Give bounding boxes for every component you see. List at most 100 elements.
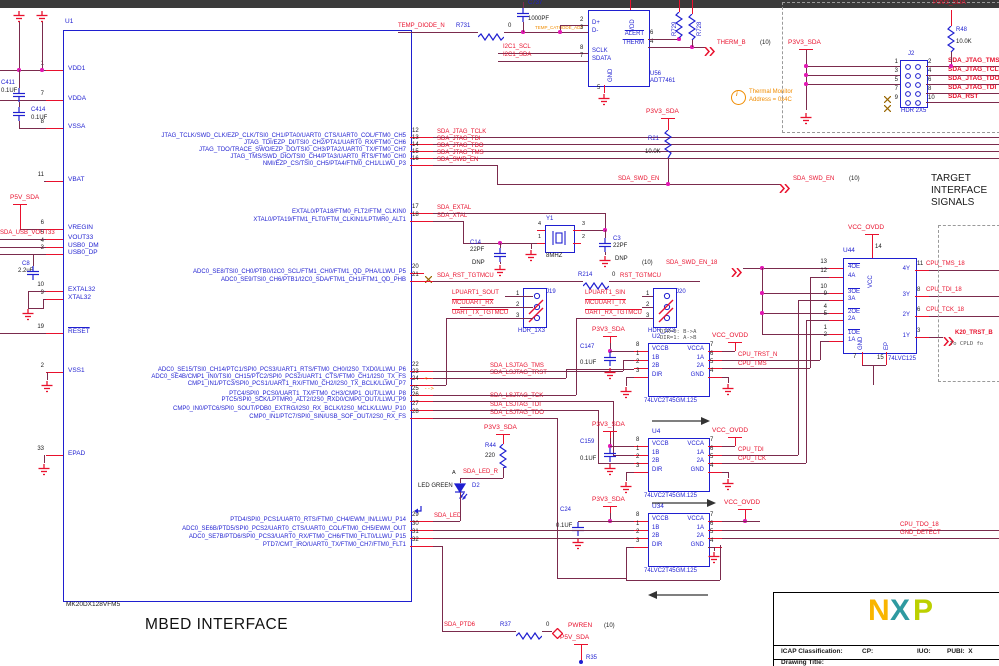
ic-pin-name: THERM <box>622 40 644 46</box>
pin-stub <box>410 371 433 373</box>
resistor-dot <box>579 660 583 664</box>
net-label: SDA_JTAG_TCLK <box>948 66 999 73</box>
pin-number: 8 <box>636 512 640 518</box>
wire <box>500 243 502 248</box>
wire <box>43 299 45 308</box>
pin-number: 31 <box>412 529 419 535</box>
nxp-logo-p: P <box>913 594 934 627</box>
pin-number: 3 <box>917 328 921 334</box>
pin-number: 32 <box>412 537 419 543</box>
net-label: SDA_JTAG_TDO <box>948 75 999 82</box>
power-net-label: P5V_SDA <box>10 194 40 201</box>
pin-name: USB0_DM <box>68 242 99 249</box>
pin-stub <box>915 270 929 272</box>
ic-pin-name: D+ <box>592 20 600 26</box>
pin-number: 14 <box>875 244 882 250</box>
wire <box>610 521 634 523</box>
pin-name: ADC0_SE4B/CMP1_IN0/TSI0_CH15/PTC2/SPI0_P… <box>151 374 406 380</box>
wire <box>498 61 588 63</box>
wire <box>433 281 583 283</box>
wire <box>648 47 706 49</box>
pin-number: 8 <box>580 45 584 51</box>
no-connect-icon <box>883 99 892 117</box>
wire <box>496 434 510 436</box>
pin-stub <box>46 455 63 457</box>
wire <box>42 22 44 70</box>
power-net-label: P3V3_SDA <box>592 496 625 503</box>
ic-pin-name: GND <box>858 336 864 350</box>
wire <box>610 343 612 352</box>
wire <box>433 137 999 139</box>
no-connect-icon <box>883 90 892 108</box>
nxp-logo-n: N <box>868 594 890 627</box>
pin-number: 10 <box>37 282 44 288</box>
cap-value: 0.1UF <box>580 360 597 366</box>
ic-pin-name: VCCA <box>687 346 704 352</box>
wire <box>505 296 533 298</box>
pin-name: VSS1 <box>68 367 85 374</box>
pin-name: XTAL32 <box>68 294 92 301</box>
pin-stub <box>634 463 648 465</box>
wire <box>460 492 462 521</box>
wire <box>762 313 829 315</box>
pin-stub <box>410 395 433 397</box>
pin-number: 6 <box>40 220 44 226</box>
ic-pin-name: 2B <box>652 363 660 369</box>
ground-icon <box>35 10 49 28</box>
junction-dot <box>666 182 670 186</box>
header-part: HDR_1X3 <box>648 328 676 334</box>
wire <box>722 351 735 353</box>
net-label: SDA_JTAG_TDO <box>437 143 484 149</box>
dnp-flag: DNP <box>615 256 628 262</box>
ic-pin-name: 1Y <box>902 333 910 339</box>
ic-pin-name: 1A <box>696 450 704 456</box>
wire <box>745 509 747 521</box>
power-net-label: VCC_OVDD <box>848 224 885 231</box>
pin-name: EPAD <box>68 450 86 457</box>
wire <box>433 385 446 387</box>
pin-stub <box>46 291 63 293</box>
pin-number: 5 <box>710 454 714 460</box>
wire <box>581 230 605 232</box>
pin-number: 28 <box>412 409 419 415</box>
ic-pin-name: 2A <box>848 316 856 322</box>
wire <box>433 151 999 153</box>
wire <box>28 308 44 310</box>
net-label: CPU_TMS_18 <box>926 261 965 267</box>
net-label: SDA_LSJTAG_TRST <box>490 370 547 376</box>
ic-pin-name: 3A <box>848 296 856 302</box>
window-topbar <box>0 0 999 8</box>
dir-note: DIR=1: A->B <box>660 335 697 341</box>
pin-number: 1 <box>636 446 640 452</box>
pin-stub <box>708 530 722 532</box>
pin-number: 4 <box>650 39 654 45</box>
ground-icon <box>721 478 735 496</box>
wire <box>446 318 448 385</box>
cap-refdes: C8 <box>22 261 30 267</box>
resistor-icon <box>687 13 697 45</box>
ic-pin-name: DIR <box>652 467 663 473</box>
power-net-label: P3V3_SDA <box>484 424 517 431</box>
cap-refdes: C3 <box>613 236 621 242</box>
info-text: Address = 0x4C <box>749 97 792 103</box>
pin-number: 4 <box>823 304 827 310</box>
pin-number: 24 <box>412 376 419 382</box>
pin-number: 11 <box>917 261 924 267</box>
pin-number: 6 <box>710 351 714 357</box>
wire <box>929 316 999 318</box>
wire <box>44 455 46 463</box>
wire <box>806 84 900 86</box>
pin-stub <box>46 229 63 231</box>
target-title: INTERFACE <box>931 185 988 196</box>
wire <box>728 342 742 344</box>
wire <box>762 334 829 336</box>
wire <box>810 277 843 279</box>
power-net-label: P3V3_SDA <box>788 39 821 46</box>
wire <box>626 547 628 580</box>
wire <box>929 270 999 272</box>
net-label: CPU_TDO_18 <box>900 522 939 528</box>
direction-marker: <-- <box>424 376 434 382</box>
wire <box>598 410 600 463</box>
net-label: CPU_TDI <box>738 447 764 453</box>
